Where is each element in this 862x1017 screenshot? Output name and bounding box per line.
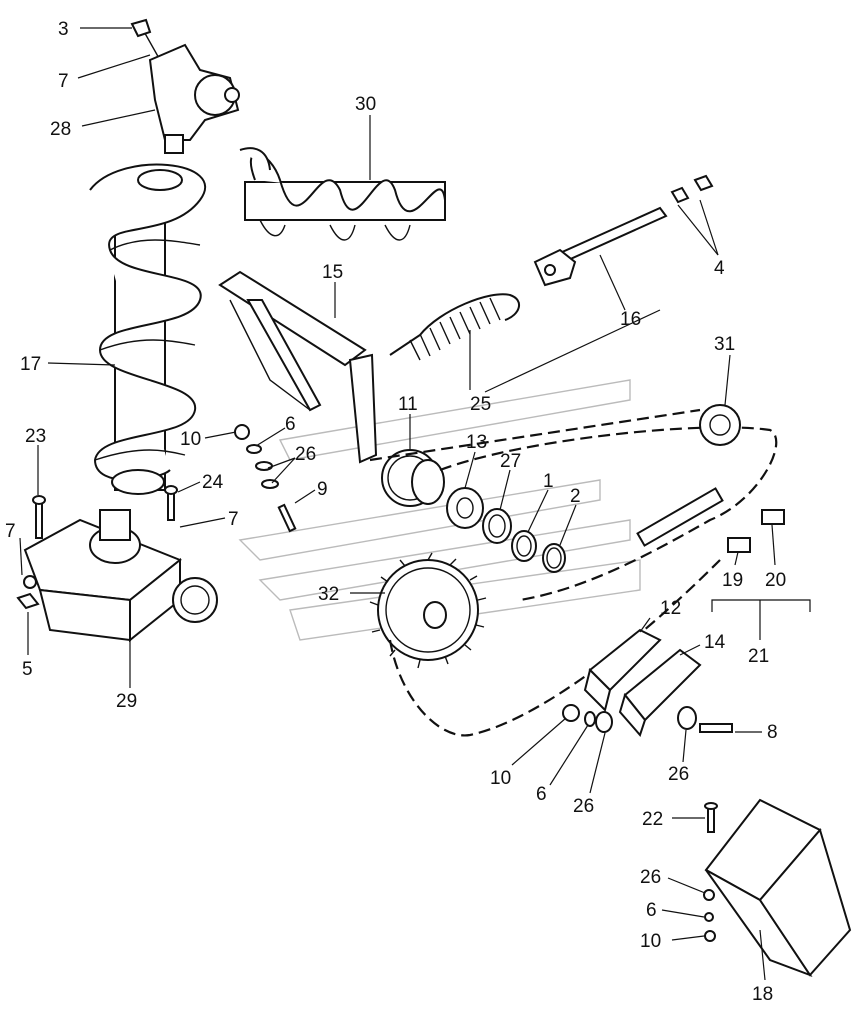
callout-6c: 6 [646,900,657,921]
callout-12: 12 [660,598,681,619]
callout-25: 25 [470,394,491,415]
callout-9: 9 [317,479,328,500]
callout-20: 20 [765,570,786,591]
mounting-bracket [218,270,378,464]
chain-guard [703,798,852,978]
tension-rod [533,174,714,287]
top-gearbox [130,18,240,154]
callout-32: 32 [318,584,339,605]
callout-18: 18 [752,984,773,1005]
callout-26b: 26 [573,796,594,817]
callout-16: 16 [620,309,641,330]
sprocket-small [381,449,445,507]
bottom-gearbox [16,509,218,643]
callout-13: 13 [466,432,487,453]
bearing-set [446,487,566,573]
callout-labels: 3 7 28 30 4 15 16 31 17 11 25 6 10 26 13… [5,19,786,1005]
callout-31: 31 [714,334,735,355]
callout-26: 26 [295,444,316,465]
callout-29: 29 [116,691,137,712]
callout-4: 4 [714,258,725,279]
tension-spring [389,293,520,361]
callout-6: 6 [285,414,296,435]
callout-7c: 7 [228,509,239,530]
callout-8: 8 [767,722,778,743]
callout-11: 11 [398,394,418,415]
callout-26c: 26 [668,764,689,785]
callout-3: 3 [58,19,69,40]
callout-17: 17 [20,354,41,375]
callout-22: 22 [642,809,663,830]
callout-26d: 26 [640,867,661,888]
callout-28: 28 [50,119,71,140]
callout-15: 15 [322,262,343,283]
callout-10c: 10 [640,931,661,952]
callout-1: 1 [543,471,554,492]
background-frame-lines [238,379,641,641]
callout-21: 21 [748,646,769,667]
callout-24: 24 [202,472,224,493]
vertical-auger [89,163,207,495]
callout-2: 2 [570,486,581,507]
loose-bolts [32,424,297,539]
callout-7b: 7 [5,521,16,542]
callout-30: 30 [355,94,376,115]
callout-7: 7 [58,71,69,92]
callout-10: 10 [180,429,201,450]
tensioner-slide [562,628,733,737]
callout-19: 19 [722,570,743,591]
callout-10b: 10 [490,768,511,789]
large-gear [369,552,487,669]
callout-27: 27 [500,451,521,472]
callout-14: 14 [704,632,726,653]
callout-6b: 6 [536,784,547,805]
drive-chain-path [369,404,785,737]
leader-lines [19,27,811,981]
callout-23: 23 [25,426,46,447]
horizontal-auger [239,147,446,241]
callout-5: 5 [22,659,33,680]
